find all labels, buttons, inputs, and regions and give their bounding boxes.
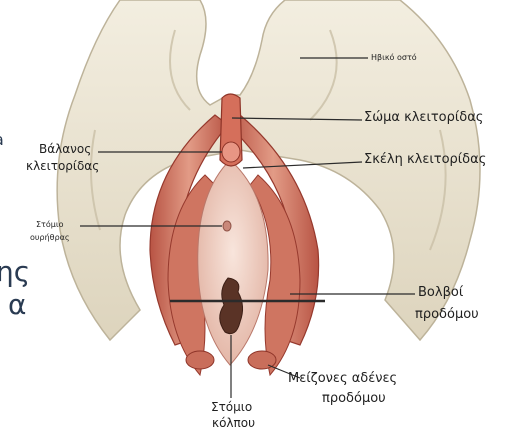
left-fragment-line1: ης	[0, 255, 30, 288]
clitoris-glans	[222, 142, 240, 162]
label-clitoris-crura: Σκέλη κλειτορίδας	[364, 153, 486, 168]
label-urethra-line1: Στόμιο	[36, 220, 63, 229]
urethral-opening	[223, 221, 231, 231]
label-bulbs-line2: προδόμου	[415, 308, 479, 323]
label-urethra-line2: ουρήθρας	[30, 233, 70, 242]
label-glans-line1: Βάλανος	[39, 143, 91, 157]
label-clitoris-body: Σώμα κλειτορίδας	[364, 111, 483, 126]
vaginal-opening	[220, 278, 243, 334]
label-glans-line2: κλειτορίδας	[26, 160, 99, 174]
label-vaginal-line1: Στόμιο	[211, 401, 252, 415]
label-glands-line1: Μείζονες αδένες	[288, 372, 397, 387]
greater-vestibular-gland-left	[186, 351, 214, 369]
label-vaginal-line2: κόλπου	[212, 417, 255, 431]
label-pubic-bone: Ηβικό οστό	[371, 53, 417, 62]
label-bulbs-line1: Βολβοί	[418, 286, 463, 301]
left-edge-mark: a	[0, 130, 4, 149]
label-glands-line2: προδόμου	[322, 392, 386, 407]
left-fragment-line2: α	[8, 288, 26, 321]
